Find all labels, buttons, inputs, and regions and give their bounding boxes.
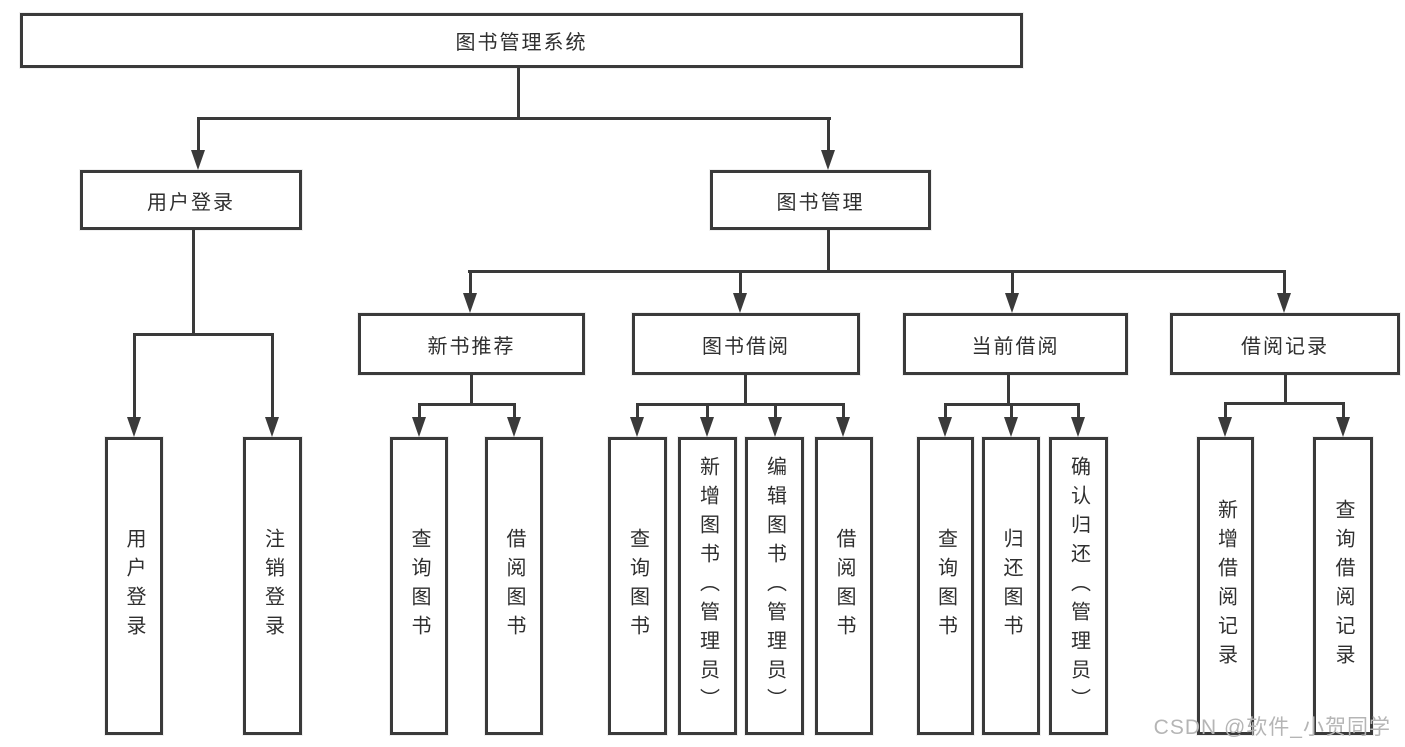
leaf-user-login-label: 用户登录 bbox=[123, 528, 145, 644]
node-user-login: 用户登录 bbox=[80, 170, 302, 230]
leaf-user-login: 用户登录 bbox=[105, 437, 163, 735]
connector-vline bbox=[271, 333, 274, 417]
connector-hline bbox=[418, 403, 516, 406]
connector-vline bbox=[744, 375, 747, 406]
arrow-down-icon bbox=[836, 417, 850, 437]
leaf-borrow-books-recommend: 借阅图书 bbox=[485, 437, 543, 735]
leaf-return-books-label: 归还图书 bbox=[1000, 528, 1022, 644]
connector-hline bbox=[1224, 402, 1344, 405]
connector-vline bbox=[133, 333, 136, 417]
node-user-login-label: 用户登录 bbox=[147, 191, 235, 214]
connector-vline bbox=[1283, 270, 1286, 293]
connector-vline bbox=[1342, 402, 1345, 417]
leaf-query-borrow-record: 查询借阅记录 bbox=[1313, 437, 1373, 735]
arrow-down-icon bbox=[1336, 417, 1350, 437]
leaf-confirm-return-admin-label: 确认归还（管理员） bbox=[1067, 455, 1090, 717]
arrow-down-icon bbox=[821, 150, 835, 170]
connector-vline bbox=[1284, 375, 1287, 404]
node-book-management-label: 图书管理 bbox=[776, 191, 865, 214]
leaf-confirm-return-admin: 确认归还（管理员） bbox=[1049, 437, 1108, 735]
leaf-logout: 注销登录 bbox=[243, 437, 302, 735]
connector-vline bbox=[418, 403, 421, 417]
leaf-query-books-current-label: 查询图书 bbox=[934, 528, 957, 644]
connector-hline bbox=[133, 333, 274, 336]
connector-vline bbox=[1007, 375, 1010, 406]
leaf-edit-books-admin: 编辑图书（管理员） bbox=[745, 437, 804, 735]
leaf-edit-books-admin-label: 编辑图书（管理员） bbox=[763, 455, 786, 717]
node-book-management: 图书管理 bbox=[710, 170, 931, 230]
connector-vline bbox=[1010, 403, 1013, 417]
leaf-query-borrow-record-label: 查询借阅记录 bbox=[1332, 499, 1354, 673]
arrow-down-icon bbox=[630, 417, 644, 437]
leaf-add-books-admin-label: 新增图书（管理员） bbox=[696, 455, 719, 717]
connector-hline bbox=[636, 403, 845, 406]
connector-vline bbox=[774, 403, 777, 417]
leaf-borrow-books-recommend-label: 借阅图书 bbox=[503, 528, 525, 644]
node-book-borrowing: 图书借阅 bbox=[632, 313, 860, 375]
connector-vline bbox=[739, 270, 742, 293]
connector-vline bbox=[469, 270, 472, 293]
connector-vline bbox=[944, 403, 947, 417]
node-current-borrowing-label: 当前借阅 bbox=[971, 335, 1060, 358]
arrow-down-icon bbox=[463, 293, 477, 313]
leaf-borrow-books-label: 借阅图书 bbox=[833, 528, 855, 644]
arrow-down-icon bbox=[412, 417, 426, 437]
connector-vline bbox=[517, 66, 520, 120]
connector-vline bbox=[706, 403, 709, 417]
leaf-logout-label: 注销登录 bbox=[261, 528, 284, 644]
connector-vline bbox=[197, 117, 200, 150]
connector-vline bbox=[1011, 270, 1014, 293]
node-borrowing-records: 借阅记录 bbox=[1170, 313, 1400, 375]
connector-vline bbox=[513, 403, 516, 417]
arrow-down-icon bbox=[127, 417, 141, 437]
arrow-down-icon bbox=[265, 417, 279, 437]
arrow-down-icon bbox=[507, 417, 521, 437]
connector-vline bbox=[827, 117, 830, 150]
leaf-query-books-recommend: 查询图书 bbox=[390, 437, 448, 735]
arrow-down-icon bbox=[938, 417, 952, 437]
node-borrowing-records-label: 借阅记录 bbox=[1241, 335, 1329, 358]
arrow-down-icon bbox=[1218, 417, 1232, 437]
connector-vline bbox=[470, 375, 473, 406]
connector-vline bbox=[827, 230, 830, 273]
arrow-down-icon bbox=[1004, 417, 1018, 437]
connector-vline bbox=[842, 403, 845, 417]
node-root: 图书管理系统 bbox=[20, 13, 1023, 68]
connector-vline bbox=[1077, 403, 1080, 417]
node-book-borrowing-label: 图书借阅 bbox=[702, 335, 790, 358]
watermark: CSDN @软件_小贺同学 bbox=[1153, 716, 1391, 739]
leaf-query-books-borrowing: 查询图书 bbox=[608, 437, 667, 735]
leaf-return-books: 归还图书 bbox=[982, 437, 1040, 735]
arrow-down-icon bbox=[1071, 417, 1085, 437]
arrow-down-icon bbox=[733, 293, 747, 313]
leaf-query-books-recommend-label: 查询图书 bbox=[408, 528, 430, 644]
connector-hline bbox=[468, 270, 1286, 273]
leaf-add-books-admin: 新增图书（管理员） bbox=[678, 437, 737, 735]
node-new-book-recommend-label: 新书推荐 bbox=[427, 335, 516, 358]
connector-vline bbox=[1224, 402, 1227, 417]
node-root-label: 图书管理系统 bbox=[455, 32, 588, 54]
leaf-borrow-books: 借阅图书 bbox=[815, 437, 873, 735]
leaf-add-borrow-record: 新增借阅记录 bbox=[1197, 437, 1254, 735]
connector-vline bbox=[636, 403, 639, 417]
connector-hline bbox=[197, 117, 831, 120]
leaf-query-books-current: 查询图书 bbox=[917, 437, 974, 735]
connector-vline bbox=[192, 230, 195, 336]
arrow-down-icon bbox=[191, 150, 205, 170]
node-current-borrowing: 当前借阅 bbox=[903, 313, 1128, 375]
arrow-down-icon bbox=[768, 417, 782, 437]
node-new-book-recommend: 新书推荐 bbox=[358, 313, 585, 375]
arrow-down-icon bbox=[1005, 293, 1019, 313]
arrow-down-icon bbox=[700, 417, 714, 437]
leaf-query-books-borrowing-label: 查询图书 bbox=[626, 528, 649, 644]
leaf-add-borrow-record-label: 新增借阅记录 bbox=[1214, 499, 1237, 673]
arrow-down-icon bbox=[1277, 293, 1291, 313]
